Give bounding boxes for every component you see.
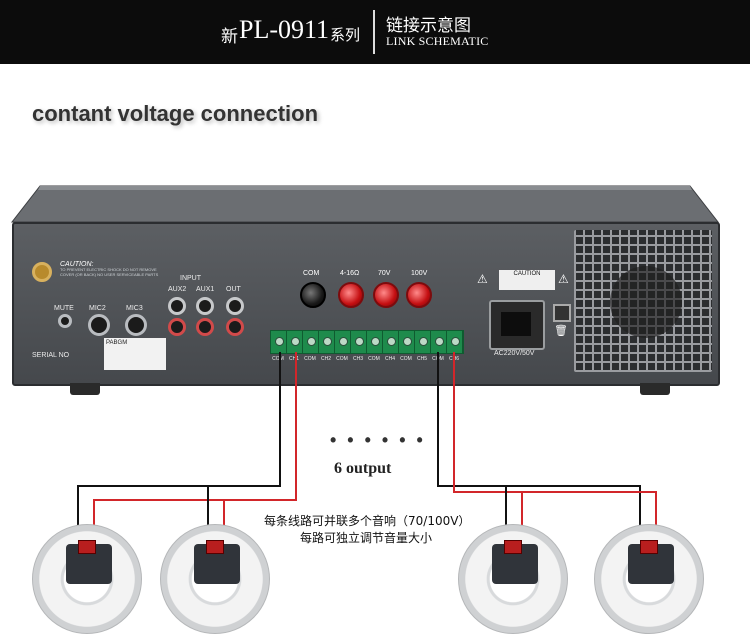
serial-label: SERIAL NO xyxy=(32,352,70,359)
aux2-rca-right[interactable] xyxy=(168,318,186,336)
terminal-label: CH1 xyxy=(288,356,299,362)
fuse-holder[interactable] xyxy=(553,304,571,322)
caution-label-text: CAUTION xyxy=(513,271,541,277)
terminal-slot[interactable] xyxy=(383,331,399,353)
terminal-label: COM xyxy=(336,356,348,362)
out-label: OUT xyxy=(226,286,241,293)
terminal-slot[interactable] xyxy=(271,331,287,353)
terminal-label: COM xyxy=(368,356,380,362)
output-terminal-block[interactable] xyxy=(270,330,464,354)
v100-binding-post[interactable] xyxy=(406,282,432,308)
aux1-rca-right[interactable] xyxy=(196,318,214,336)
terminal-label: CH4 xyxy=(384,356,395,362)
terminal-slot[interactable] xyxy=(447,331,463,353)
weee-bin-icon: 🗑 xyxy=(554,325,568,337)
terminal-label: CH6 xyxy=(448,356,459,362)
model-prefix: 新 xyxy=(221,27,238,47)
terminal-slot[interactable] xyxy=(319,331,335,353)
mic2-jack[interactable] xyxy=(88,314,110,336)
terminal-label: CH5 xyxy=(416,356,427,362)
terminal-label: COM xyxy=(304,356,316,362)
caution-text: TO PREVENT ELECTRIC SHOCK DO NOT REMOVE … xyxy=(60,267,159,277)
v100-label: 100V xyxy=(411,270,428,277)
power-socket-inner xyxy=(501,312,531,336)
note-independent-volume: 每路可独立调节音量大小 xyxy=(300,531,433,545)
power-label: AC220V/50V xyxy=(494,350,535,357)
v70-binding-post[interactable] xyxy=(373,282,399,308)
header-banner: 新 PL-0911 系列 链接示意图 LINK SCHEMATIC xyxy=(0,0,750,64)
terminal-slot[interactable] xyxy=(415,331,431,353)
amplifier-foot-right xyxy=(640,383,670,395)
schematic-title-en: LINK SCHEMATIC xyxy=(386,34,489,48)
note-parallel-speakers: 每条线路可并联多个音响（70/100V） xyxy=(264,514,471,528)
mute-jack[interactable] xyxy=(58,314,72,328)
sticker-brand: PABGM xyxy=(106,340,128,346)
speaker-terminal xyxy=(206,540,224,554)
terminal-slot[interactable] xyxy=(287,331,303,353)
power-socket[interactable] xyxy=(489,300,545,350)
com-binding-post[interactable] xyxy=(300,282,326,308)
terminal-label: COM xyxy=(400,356,412,362)
out-rca-left[interactable] xyxy=(226,297,244,315)
v70-label: 70V xyxy=(378,270,391,277)
serial-sticker: PABGM xyxy=(104,338,166,370)
aux1-label: AUX1 xyxy=(196,286,215,293)
terminal-slot[interactable] xyxy=(367,331,383,353)
mute-label: MUTE xyxy=(54,305,74,312)
speaker-terminal xyxy=(504,540,522,554)
terminal-label: COM xyxy=(432,356,444,362)
ohm-label: 4-16Ω xyxy=(340,270,360,277)
terminal-label: COM xyxy=(272,356,284,362)
speaker-terminal xyxy=(640,540,658,554)
amplifier-foot-left xyxy=(70,383,100,395)
model-title: PL-0911 xyxy=(239,15,330,44)
terminal-slot[interactable] xyxy=(303,331,319,353)
model-suffix: 系列 xyxy=(330,26,361,44)
speaker-terminal xyxy=(78,540,96,554)
com-label: COM xyxy=(303,270,320,277)
terminal-slot[interactable] xyxy=(351,331,367,353)
mic2-label: MIC2 xyxy=(89,305,106,312)
ground-screw xyxy=(32,262,52,282)
caution-label: CAUTION xyxy=(499,270,555,290)
terminal-slot[interactable] xyxy=(431,331,447,353)
output-count-label: 6 output xyxy=(334,460,392,477)
section-heading: contant voltage connection xyxy=(32,101,319,126)
terminal-labels: COM CH1 COM CH2 COM CH3 COM CH4 COM CH5 … xyxy=(270,356,462,362)
terminal-label: CH3 xyxy=(352,356,363,362)
terminal-label: CH2 xyxy=(320,356,331,362)
schematic-title-cn: 链接示意图 xyxy=(386,16,471,36)
terminal-slot[interactable] xyxy=(335,331,351,353)
caution-title: CAUTION: xyxy=(60,261,94,268)
aux2-label: AUX2 xyxy=(168,286,187,293)
caution-notice: CAUTION: TO PREVENT ELECTRIC SHOCK DO NO… xyxy=(60,261,170,302)
input-label: INPUT xyxy=(180,275,201,282)
aux1-rca-left[interactable] xyxy=(196,297,214,315)
continuation-dots: • • • • • • xyxy=(330,430,426,450)
fan-icon xyxy=(610,266,682,338)
warning-triangle-icon: ⚠ xyxy=(477,272,488,286)
warning-triangle-icon: ⚠ xyxy=(558,272,569,286)
mic3-label: MIC3 xyxy=(126,305,143,312)
mic3-jack[interactable] xyxy=(125,314,147,336)
terminal-slot[interactable] xyxy=(399,331,415,353)
header-divider xyxy=(373,10,375,54)
ohm-binding-post[interactable] xyxy=(338,282,364,308)
aux2-rca-left[interactable] xyxy=(168,297,186,315)
out-rca-right[interactable] xyxy=(226,318,244,336)
